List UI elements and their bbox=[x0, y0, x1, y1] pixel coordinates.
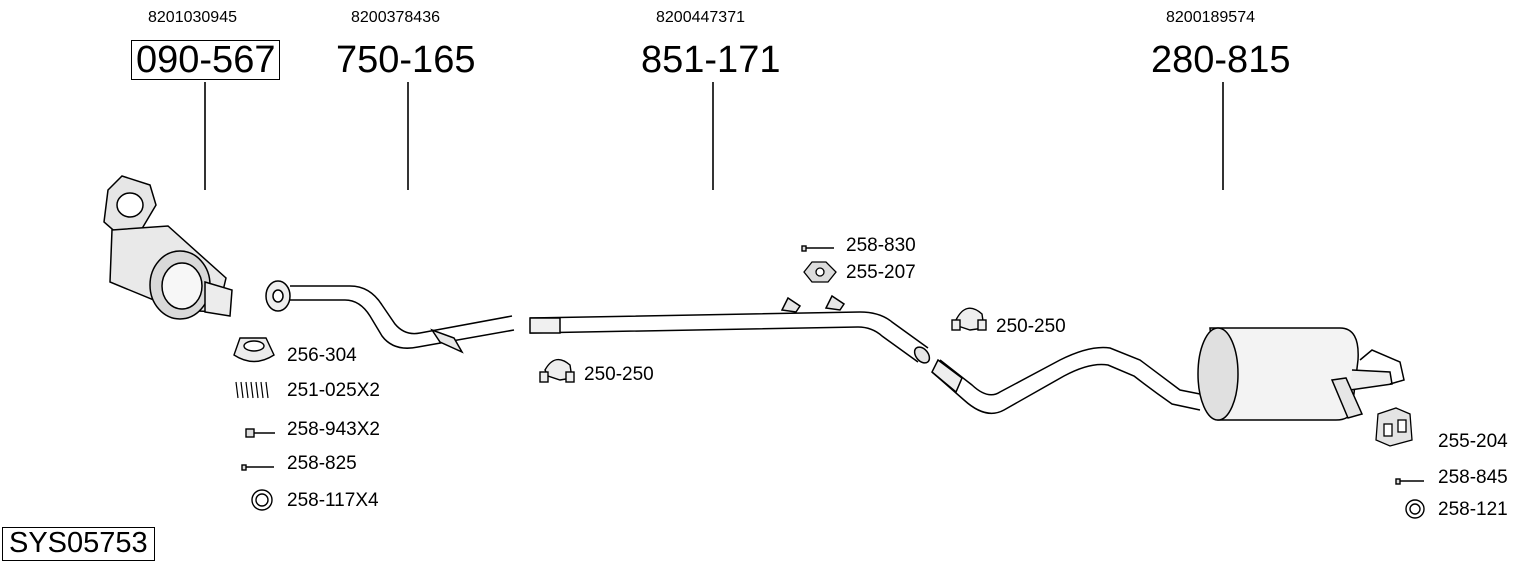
rear-washer-icon bbox=[1405, 499, 1425, 519]
accessory-label-gasket[interactable]: 256-304 bbox=[287, 345, 357, 366]
rear-bolt-icon bbox=[1395, 478, 1424, 485]
accessory-label-bolt[interactable]: 258-943X2 bbox=[287, 419, 380, 440]
accessory-label-short-bolt[interactable]: 258-830 bbox=[846, 235, 916, 256]
long-bolt-icon bbox=[241, 464, 274, 471]
accessory-label-clamp-right[interactable]: 250-250 bbox=[996, 316, 1066, 337]
rubber-mount-icon bbox=[803, 261, 837, 283]
part-number-middle-pipe[interactable]: 851-171 bbox=[641, 39, 781, 81]
middle-pipe bbox=[529, 294, 931, 364]
rear-silencer bbox=[931, 327, 1405, 421]
accessory-label-rear-washer[interactable]: 258-121 bbox=[1438, 499, 1508, 520]
oem-number-catalyst: 8201030945 bbox=[148, 9, 237, 26]
part-number-front-pipe[interactable]: 750-165 bbox=[336, 39, 476, 81]
washer-icon bbox=[251, 489, 273, 511]
short-bolt-icon bbox=[801, 245, 834, 252]
gasket-icon bbox=[233, 337, 275, 363]
part-number-rear-silencer[interactable]: 280-815 bbox=[1151, 39, 1291, 81]
accessory-label-washer[interactable]: 258-117X4 bbox=[287, 490, 379, 511]
oem-number-front-pipe: 8200378436 bbox=[351, 9, 440, 26]
catalytic-converter bbox=[103, 175, 233, 320]
hanger-bracket-icon bbox=[1375, 407, 1413, 447]
accessory-label-rear-bolt[interactable]: 258-845 bbox=[1438, 467, 1508, 488]
accessory-label-hanger-bracket[interactable]: 255-204 bbox=[1438, 431, 1508, 452]
accessory-label-long-bolt[interactable]: 258-825 bbox=[287, 453, 357, 474]
spring-icon bbox=[235, 381, 269, 399]
front-pipe bbox=[265, 280, 515, 354]
system-code-badge: SYS05753 bbox=[2, 527, 155, 561]
accessory-label-rubber-mount[interactable]: 255-207 bbox=[846, 262, 916, 283]
oem-number-middle-pipe: 8200447371 bbox=[656, 9, 745, 26]
accessory-label-clamp-left[interactable]: 250-250 bbox=[584, 364, 654, 385]
clamp-icon-left bbox=[539, 358, 575, 383]
oem-number-rear-silencer: 8200189574 bbox=[1166, 9, 1255, 26]
accessory-label-spring[interactable]: 251-025X2 bbox=[287, 380, 380, 401]
clamp-icon-right bbox=[951, 307, 987, 331]
part-number-catalyst[interactable]: 090-567 bbox=[131, 40, 281, 80]
bolt-icon bbox=[245, 428, 275, 438]
